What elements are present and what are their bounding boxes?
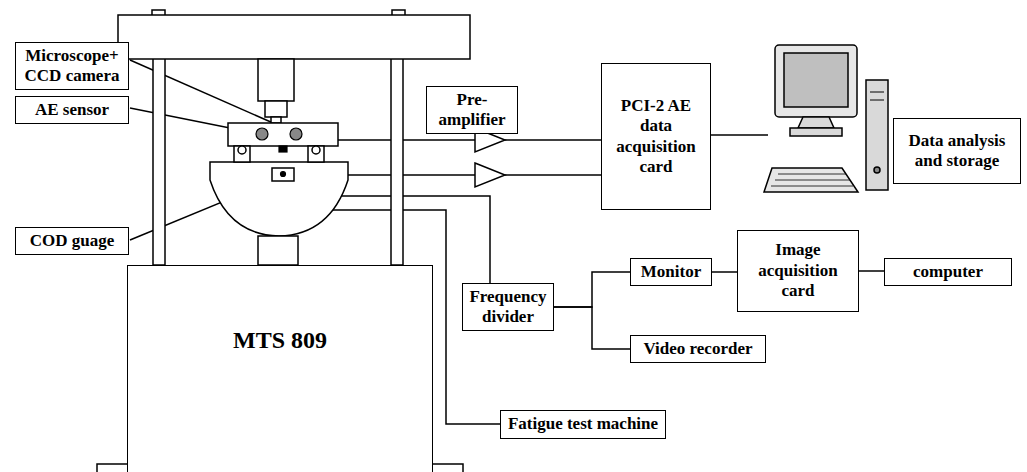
process-box: Data analysis and storage: [893, 118, 1021, 184]
loading-pin: [271, 117, 281, 123]
device-box: Monitor: [630, 258, 712, 286]
node-label: AE sensor: [35, 100, 109, 120]
machine-box: Fatigue test machine: [500, 410, 666, 439]
machine-base: MTS 809: [127, 265, 433, 472]
callout-box: COD guage: [15, 227, 129, 255]
node-label: computer: [913, 262, 983, 282]
process-box: Image acquisition card: [737, 230, 859, 312]
cod-gauge-symbol: [272, 168, 294, 181]
node-label: Monitor: [641, 262, 701, 282]
node-label: Fatigue test machine: [508, 414, 658, 434]
process-box: Frequency divider: [462, 283, 554, 331]
node-label: Frequency divider: [468, 287, 548, 328]
roller: [238, 146, 246, 154]
load-cell: [258, 59, 294, 101]
callout-box: AE sensor: [15, 96, 129, 124]
node-label: Data analysis and storage: [899, 131, 1015, 172]
sensor-dot: [256, 128, 268, 140]
computer-icon: [764, 45, 888, 192]
pc-link-wire: [711, 134, 768, 136]
node-label: Video recorder: [643, 339, 752, 359]
node-label: MTS 809: [233, 326, 327, 355]
amplifier-label-box: Pre-amplifier: [426, 86, 518, 134]
lower-fixture: [210, 162, 348, 236]
node-label: Pre-amplifier: [432, 90, 512, 131]
node-label: Image acquisition card: [743, 240, 853, 301]
support: [308, 146, 324, 162]
specimen: [228, 123, 338, 146]
sensor-dot: [290, 128, 302, 140]
callout-box: Microscope+ CCD camera: [15, 42, 129, 90]
device-box: Video recorder: [630, 335, 766, 363]
connector: [554, 307, 630, 349]
acquisition-card-box: PCI-2 AE data acquisition card: [601, 63, 711, 210]
crosshead: [118, 15, 470, 59]
support: [234, 146, 250, 162]
pedestal: [258, 236, 298, 265]
amplifier-symbol: [475, 163, 505, 187]
roller: [312, 146, 320, 154]
node-label: PCI-2 AE data acquisition card: [607, 96, 705, 178]
connector: [859, 270, 884, 272]
connector: [712, 271, 737, 273]
gauge-dot: [281, 172, 286, 177]
ae-signal-wire: [505, 174, 601, 176]
actuator-rod: [265, 101, 287, 117]
node-label: Microscope+ CCD camera: [21, 46, 123, 87]
device-box: computer: [884, 258, 1012, 286]
connector: [554, 272, 630, 307]
node-label: COD guage: [30, 231, 115, 251]
notch: [279, 146, 287, 152]
ae-signal-wire: [505, 139, 601, 141]
